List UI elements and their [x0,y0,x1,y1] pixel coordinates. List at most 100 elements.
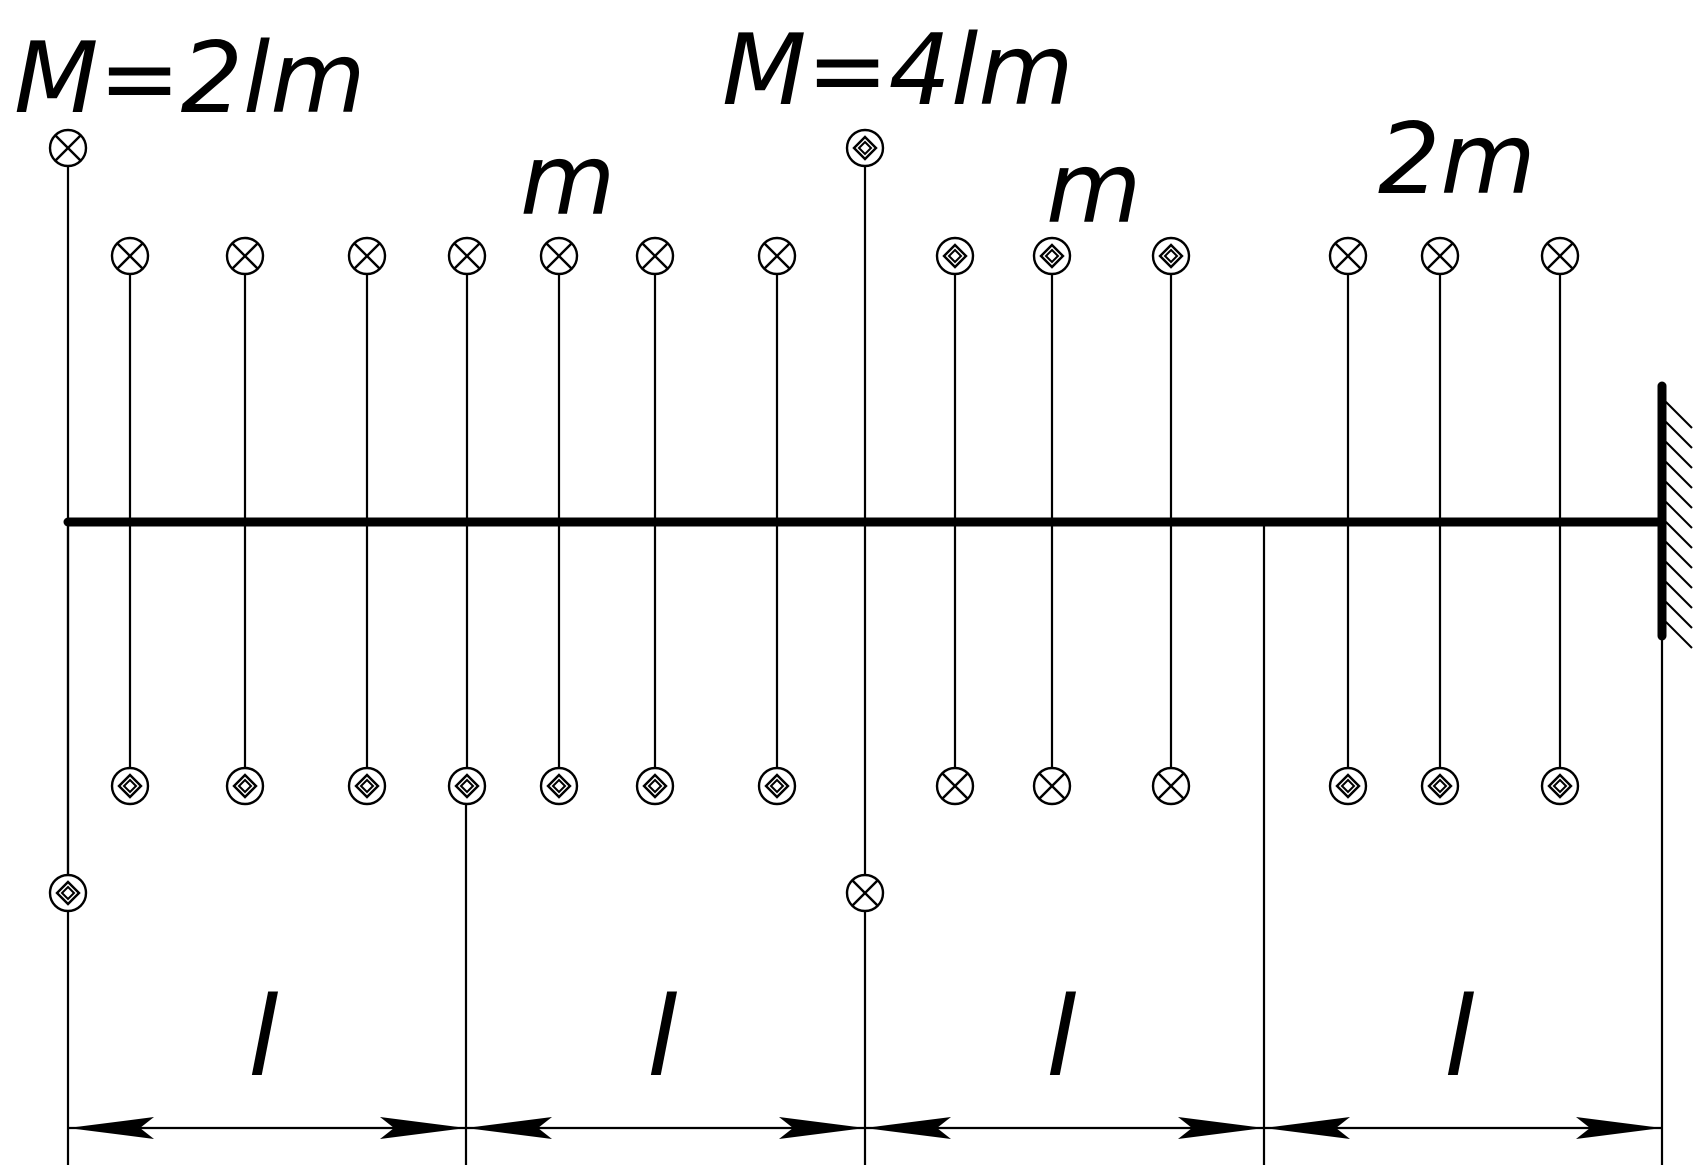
force-couple [1032,236,1072,806]
span-label-2: l [647,973,678,1101]
dimension-line [68,1117,1662,1139]
force-out-of-page-icon [1420,766,1460,806]
arrowhead-right [1178,1117,1264,1139]
cross-stroke [116,242,144,270]
hatch-line [1661,577,1693,609]
cross-stroke [641,242,669,270]
load-label-group-3: 2m [1378,103,1536,217]
couple-bottom-force [1328,766,1368,806]
cross-stroke [1426,242,1454,270]
couple-bottom-force [1540,766,1580,806]
cross-stroke [1157,772,1185,800]
diamond-outer [852,135,878,161]
force-couple [48,128,88,913]
couple-top-force [225,236,265,276]
span-label-3: l [1046,973,1077,1101]
force-out-of-page-icon [539,766,579,806]
hatch-line [1661,517,1693,549]
moment-label-center: M=4lm [722,14,1074,128]
diamond-inner [647,778,663,794]
force-couple [110,236,150,806]
couple-bottom-force [48,873,88,913]
force-couple [635,236,675,806]
cross-stroke [54,134,82,162]
couple-top-force [347,236,387,276]
force-out-of-page-icon [635,766,675,806]
hatch-line [1661,457,1693,489]
couple-top-force [1540,236,1580,276]
force-out-of-page-icon [347,766,387,806]
couple-bottom-force [110,766,150,806]
diamond-outer [354,773,380,799]
force-out-of-page-icon [48,873,88,913]
couple-top-force [845,128,885,168]
force-out-of-page-icon [845,128,885,168]
couple-top-force [1328,236,1368,276]
force-out-of-page-icon [1540,766,1580,806]
diamond-outer [117,773,143,799]
couple-top-force [635,236,675,276]
force-out-of-page-icon [1328,766,1368,806]
fixed-support [1657,381,1693,649]
cross-stroke [1334,242,1362,270]
cross-stroke [545,242,573,270]
cross-stroke [353,242,381,270]
couple-bottom-force [635,766,675,806]
arrowhead-left [466,1117,552,1139]
force-couple [447,236,487,806]
diamond-outer [642,773,668,799]
diamond-outer [454,773,480,799]
hatch-line [1661,557,1693,589]
hatch-line [1661,417,1693,449]
force-out-of-page-icon [110,766,150,806]
couple-bottom-force [845,873,885,913]
diamond-inner [122,778,138,794]
diamond-outer [1039,243,1065,269]
diamond-inner [1552,778,1568,794]
couple-top-force [110,236,150,276]
force-out-of-page-icon [447,766,487,806]
arrowhead-left [865,1117,951,1139]
diamond-inner [1163,248,1179,264]
couple-bottom-force [347,766,387,806]
diamond-inner [769,778,785,794]
force-couple [935,236,975,806]
force-couple [1540,236,1580,806]
hatch-line [1661,497,1693,529]
force-out-of-page-icon [1032,236,1072,276]
hatch-line [1661,477,1693,509]
span-label-4: l [1444,973,1475,1101]
diamond-outer [1158,243,1184,269]
diamond-outer [1547,773,1573,799]
arrowhead-left [1264,1117,1350,1139]
cross-stroke [851,879,879,907]
couple-top-force [1420,236,1460,276]
diamond-outer [232,773,258,799]
hatch-line [1661,597,1693,629]
couple-top-force [757,236,797,276]
force-out-of-page-icon [225,766,265,806]
span-label-1: l [248,973,279,1101]
cross-stroke [453,242,481,270]
arrowhead-right [779,1117,865,1139]
cross-stroke [1546,242,1574,270]
force-couples [48,128,1580,913]
dimension-arrows [68,1117,1662,1139]
force-out-of-page-icon [757,766,797,806]
diamond-inner [1340,778,1356,794]
couple-bottom-force [1151,766,1191,806]
couple-bottom-force [1032,766,1072,806]
cross-stroke [763,242,791,270]
wall-hatching [1661,397,1693,649]
arrowhead-left [68,1117,154,1139]
diamond-inner [359,778,375,794]
arrowhead-right [380,1117,466,1139]
hatch-line [1661,397,1693,429]
force-couple [1151,236,1191,806]
diamond-outer [1427,773,1453,799]
couple-top-force [1151,236,1191,276]
diamond-outer [1335,773,1361,799]
load-label-group-1: m [520,124,615,238]
cross-stroke [1038,772,1066,800]
